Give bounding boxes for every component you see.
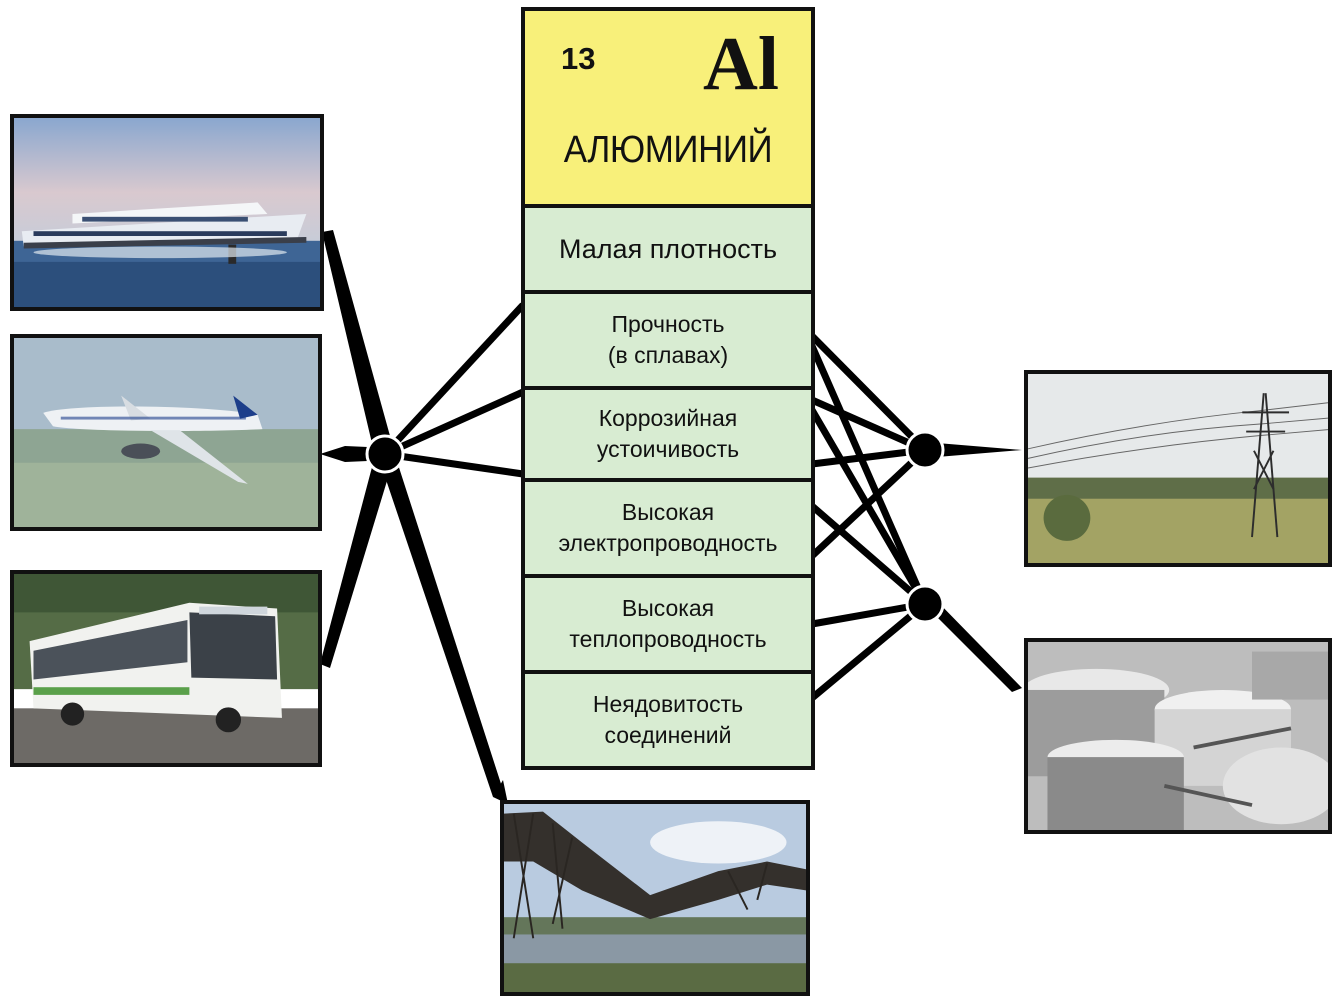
property-strength: Прочность (в сплавах)	[521, 290, 815, 390]
left-connector-lines	[382, 302, 526, 478]
arrow-to-ship	[322, 230, 395, 456]
property-electrical-conductivity: Высокая электропроводность	[521, 478, 815, 578]
arrow-to-bridge	[378, 452, 503, 797]
power-line-photo	[1024, 370, 1332, 567]
line-corrosion-left	[383, 388, 525, 458]
right-junction-dot-bottom	[905, 584, 945, 624]
line-electro-cookware	[809, 503, 928, 607]
left-hub-arrows	[320, 230, 508, 804]
property-low-density: Малая плотность	[521, 204, 815, 294]
property-corrosion-resistance: Коррозийная устоичивость	[521, 386, 815, 482]
bus-photo	[10, 570, 322, 767]
property-non-toxic: Неядовитость соединений	[521, 670, 815, 770]
right-hub-arrows	[920, 442, 1022, 692]
arrow-to-cookware	[920, 596, 1022, 692]
arrow-head-bridge	[493, 780, 508, 804]
right-connector-lines	[808, 333, 929, 701]
element-name: АЛЮМИНИЙ	[563, 129, 773, 171]
line-strength-power	[809, 333, 928, 453]
line-strength-cookware	[808, 344, 929, 606]
cookware-photo	[1024, 638, 1332, 834]
bridge-photo	[500, 800, 810, 996]
element-card: 13 Al АЛЮМИНИЙ	[521, 7, 815, 208]
arrow-to-power-line	[925, 442, 1022, 458]
element-symbol: Al	[703, 22, 779, 106]
line-nontoxic-cookware	[809, 601, 928, 701]
right-junction-dot-top	[905, 430, 945, 470]
line-strength-left	[382, 302, 526, 457]
airplane-photo	[10, 334, 322, 531]
left-junction-dot	[365, 434, 405, 474]
property-thermal-conductivity: Высокая теплопроводность	[521, 574, 815, 674]
arrow-to-bus	[320, 452, 394, 668]
line-corrosion-power	[810, 396, 927, 454]
line-lowdensity-left	[384, 450, 524, 478]
atomic-number: 13	[561, 41, 596, 76]
line-corrosion-cookware	[808, 408, 929, 606]
hydrofoil-ship-photo	[10, 114, 324, 311]
